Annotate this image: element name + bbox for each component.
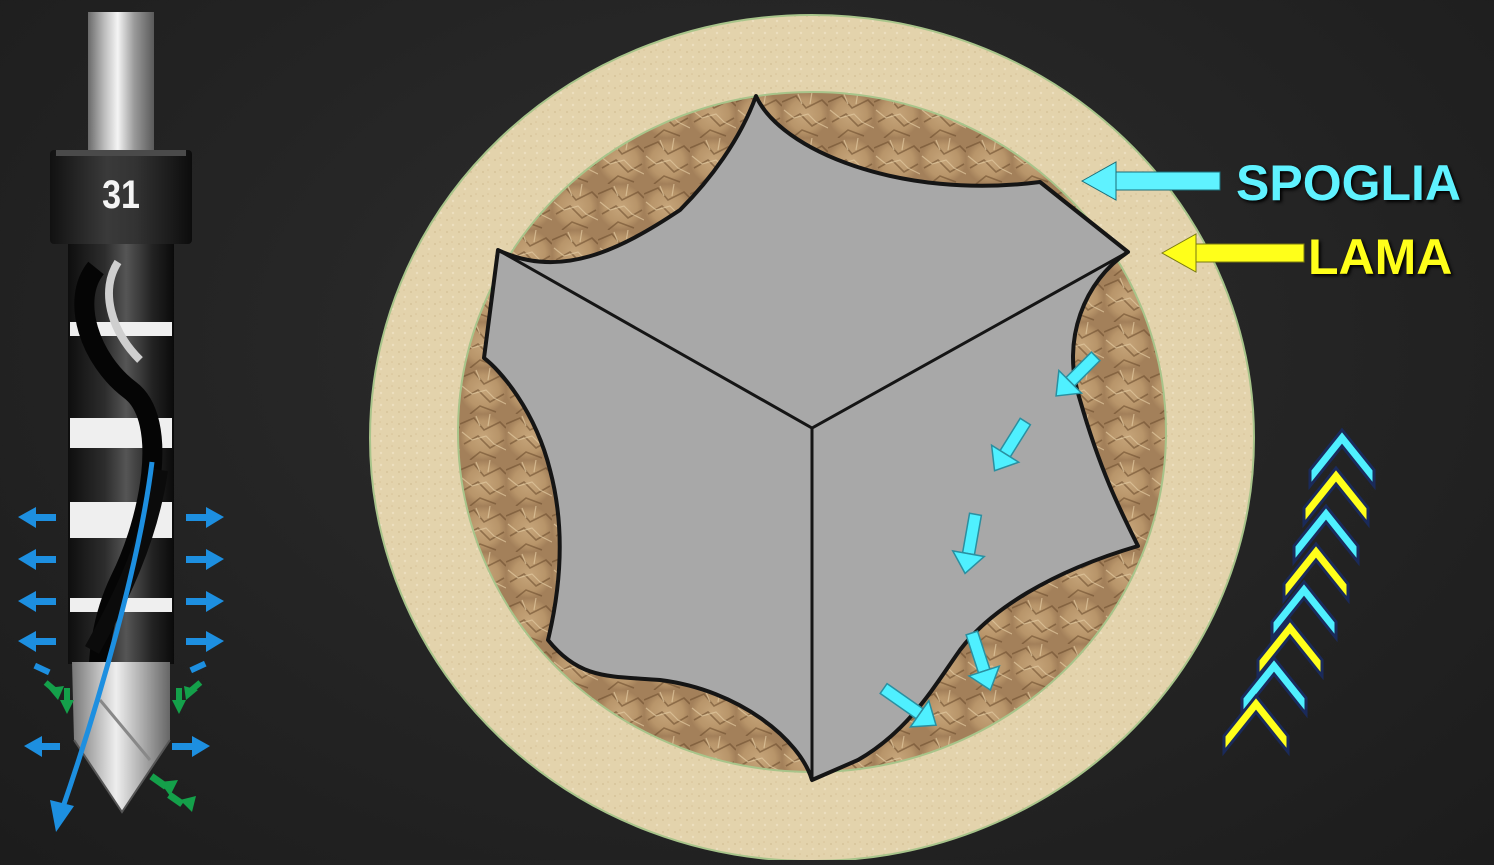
bone-cross-section [367,0,1257,860]
drill-illustration [18,12,224,832]
down-arrow-icon [60,688,74,714]
left-arrow-icon [18,549,56,570]
down-arrow-icon [184,680,202,700]
down-arrow-icon [167,792,196,812]
right-arrow-icon [186,507,224,528]
spoglia-label: SPOGLIA [1236,158,1461,208]
down-arrow-icon [149,773,178,796]
down-arrow-icon [172,688,186,714]
right-arrow-icon [186,549,224,570]
left-arrow-icon [18,591,56,612]
chevron-up-icon [1224,696,1288,752]
right-arrow-icon [186,631,224,652]
lama-label: LAMA [1308,232,1452,282]
right-arrow-icon [186,591,224,612]
left-arrow-icon [18,507,56,528]
drill-shank [88,12,154,152]
right-arrow-icon [172,736,210,757]
left-arrow-icon [18,631,56,652]
drill-size-label: 31 [96,175,145,215]
left-arrow-icon [24,736,60,757]
down-arrow-icon [44,680,64,700]
